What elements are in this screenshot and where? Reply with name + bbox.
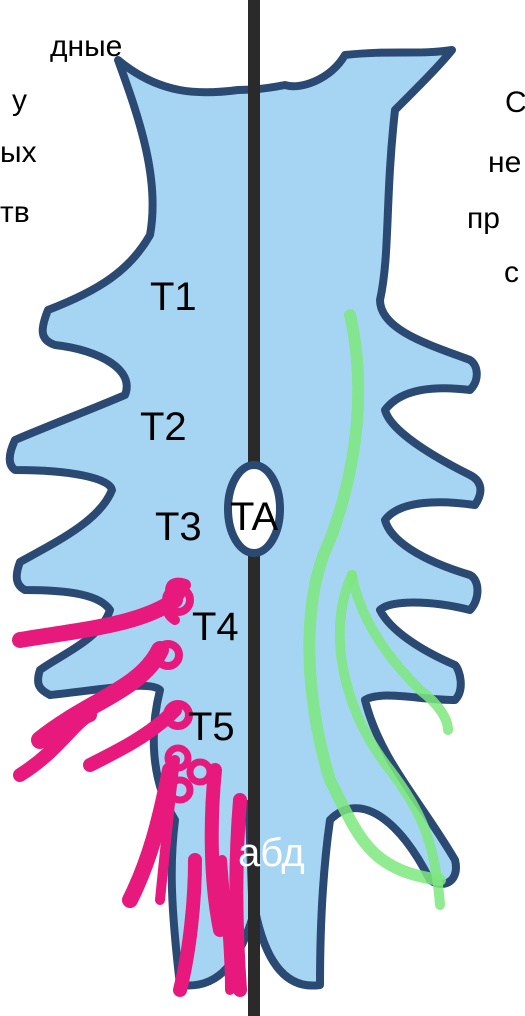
- label-t3: T3: [155, 505, 202, 549]
- svg-text:не: не: [488, 146, 521, 179]
- svg-text:с: с: [504, 256, 519, 289]
- left-caption: дные у ых тв: [0, 30, 122, 229]
- svg-text:тв: тв: [0, 196, 30, 229]
- label-t5: T5: [188, 705, 235, 749]
- svg-text:у: у: [12, 84, 27, 117]
- right-caption: С не пр с: [467, 86, 525, 289]
- svg-text:дные: дные: [50, 30, 122, 63]
- label-t1: T1: [150, 275, 197, 319]
- svg-text:ых: ых: [0, 136, 37, 169]
- label-t4: T4: [192, 605, 239, 649]
- svg-text:пр: пр: [467, 202, 500, 235]
- svg-text:С: С: [505, 86, 525, 119]
- label-abd: абд: [238, 831, 305, 875]
- label-ta: TA: [230, 495, 278, 539]
- label-t2: T2: [140, 405, 187, 449]
